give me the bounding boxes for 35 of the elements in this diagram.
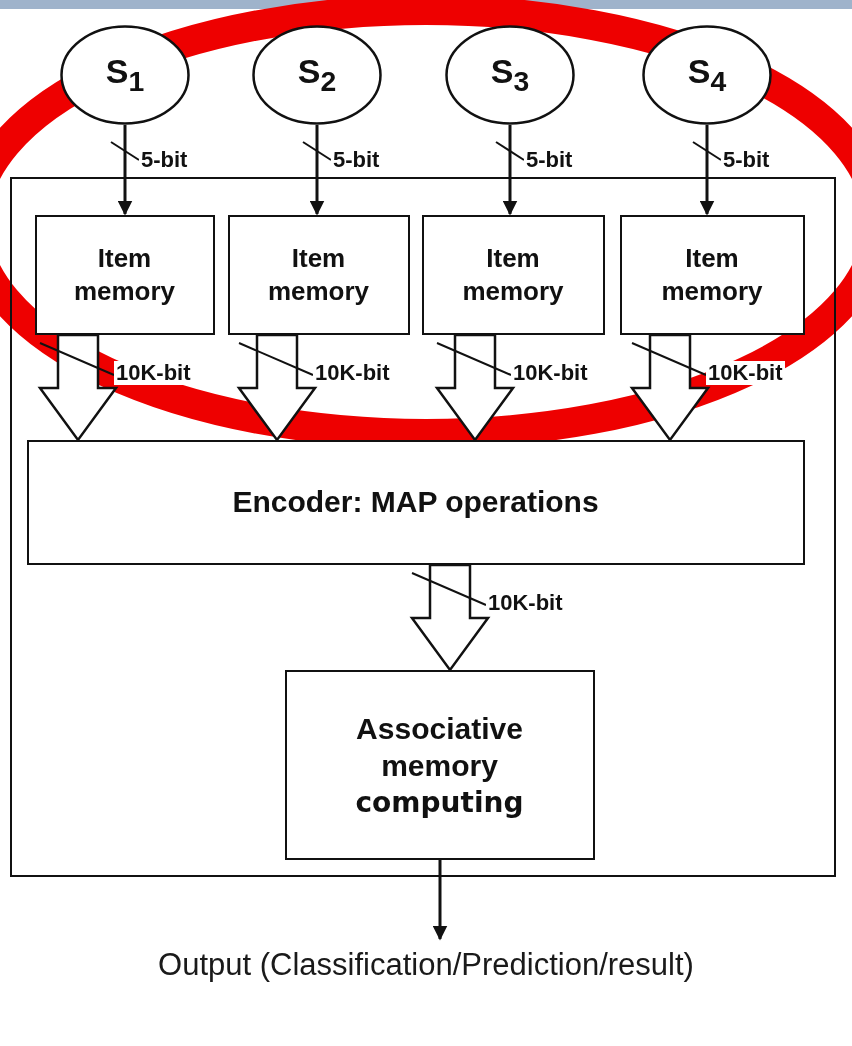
node-label: Encoder: MAP operations	[231, 484, 600, 521]
node-label: Item memory	[72, 242, 177, 307]
node-sublabel: computing	[354, 784, 525, 820]
block-arrow	[434, 333, 516, 443]
node-label: S$_{2}$	[296, 51, 338, 100]
block-arrow	[236, 333, 318, 443]
edge-label: 10K-bit	[114, 361, 193, 385]
node-label: S$_{3}$	[489, 51, 531, 100]
node-label: Item memory	[266, 242, 371, 307]
arrow	[432, 860, 448, 941]
sensor-ellipse	[445, 25, 575, 125]
node-label: S$_{4}$	[686, 51, 728, 100]
process-box	[619, 214, 805, 335]
edge-label: 10K-bit	[706, 361, 785, 385]
process-box	[227, 214, 410, 335]
process-box	[26, 439, 805, 565]
node-label: S$_{1}$	[104, 51, 146, 100]
node-label: Item memory	[660, 242, 764, 307]
block-arrow	[629, 333, 711, 443]
process-box	[284, 669, 595, 860]
block-arrow	[409, 563, 491, 673]
sensor-ellipse	[252, 25, 382, 125]
block-arrow	[37, 333, 119, 443]
arrow	[117, 125, 133, 216]
process-box	[421, 214, 605, 335]
arrow	[309, 125, 325, 216]
arrow	[502, 125, 518, 216]
arrow	[699, 125, 715, 216]
node-label: Associative memory	[355, 710, 524, 784]
sensor-ellipse	[642, 25, 772, 125]
output-text: Output (Classification/Prediction/result)	[157, 945, 695, 984]
process-box	[34, 214, 215, 335]
system-box	[10, 177, 836, 877]
node-label: Item memory	[461, 242, 565, 307]
sensor-ellipse	[60, 25, 190, 125]
